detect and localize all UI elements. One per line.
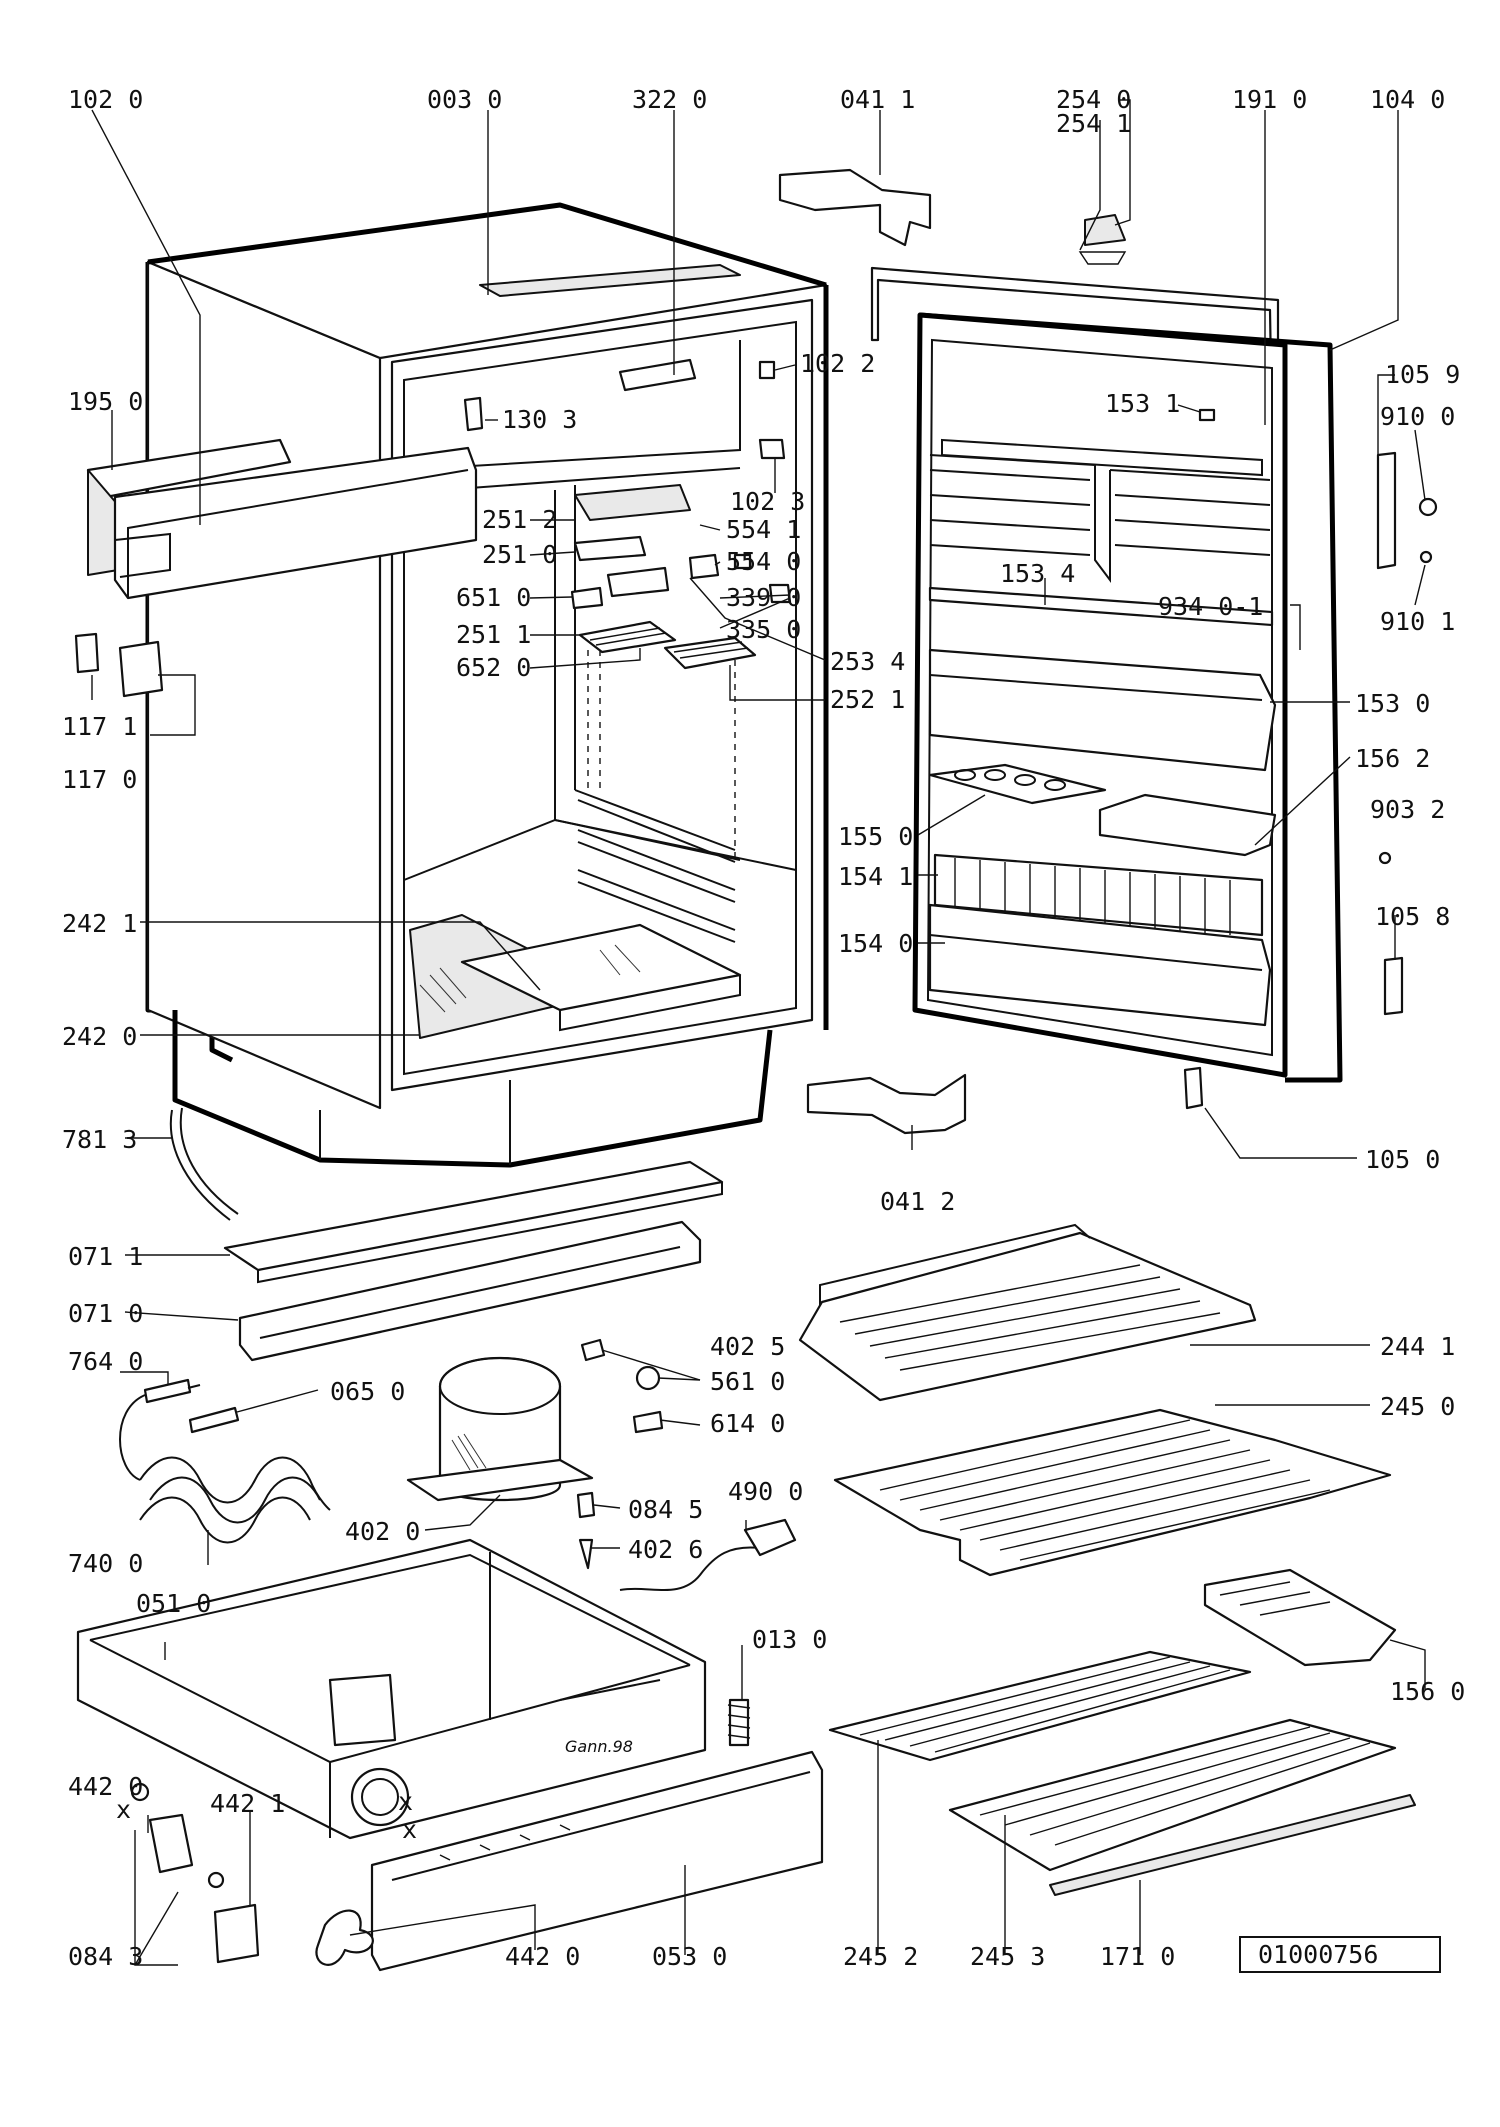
label-195-0: 195 0	[68, 387, 143, 416]
label-130-3: 130 3	[502, 405, 577, 434]
label-104-0: 104 0	[1370, 85, 1445, 114]
label-071-0: 071 0	[68, 1299, 143, 1328]
label-554-1: 554 1	[726, 515, 801, 544]
compressor-group	[119, 1338, 797, 1591]
label-154-1: 154 1	[838, 862, 913, 891]
x-mark: x	[402, 1815, 417, 1844]
label-084-5: 084 5	[628, 1495, 703, 1524]
label-254-1: 254 1	[1056, 109, 1131, 138]
label-084-3: 084 3	[68, 1942, 143, 1971]
x-mark: x	[398, 1787, 413, 1816]
label-252-1: 252 1	[830, 685, 905, 714]
label-102-3: 102 3	[730, 487, 805, 516]
label-251-0: 251 0	[482, 540, 557, 569]
label-614-0: 614 0	[710, 1409, 785, 1438]
label-117-0: 117 0	[62, 765, 137, 794]
label-105-9: 105 9	[1385, 360, 1460, 389]
label-339-0: 339 0	[726, 583, 801, 612]
label-910-1: 910 1	[1380, 607, 1455, 636]
label-402-0: 402 0	[345, 1517, 420, 1546]
label-041-2: 041 2	[880, 1187, 955, 1216]
label-065-0: 065 0	[330, 1377, 405, 1406]
label-156-2: 156 2	[1355, 744, 1430, 773]
base-tray	[76, 1538, 824, 1972]
label-003-0: 003 0	[427, 85, 502, 114]
label-153-4: 153 4	[1000, 559, 1075, 588]
drawing-number-box: 01000756	[1239, 1936, 1441, 1973]
label-402-6: 402 6	[628, 1535, 703, 1564]
label-102-2: 102 2	[800, 349, 875, 378]
label-041-1: 041 1	[840, 85, 915, 114]
label-105-8: 105 8	[1375, 902, 1450, 931]
label-171-0: 171 0	[1100, 1942, 1175, 1971]
label-191-0: 191 0	[1232, 85, 1307, 114]
label-071-1: 071 1	[68, 1242, 143, 1271]
label-245-2: 245 2	[843, 1942, 918, 1971]
label-251-2: 251 2	[482, 505, 557, 534]
label-781-3: 781 3	[62, 1125, 137, 1154]
label-153-1: 153 1	[1105, 389, 1180, 418]
stamp-text: Gann.98	[565, 1737, 633, 1756]
label-013-0: 013 0	[752, 1625, 827, 1654]
door	[870, 214, 1438, 1083]
label-740-0: 740 0	[68, 1549, 143, 1578]
hinges	[169, 168, 1204, 1221]
label-561-0: 561 0	[710, 1367, 785, 1396]
label-242-0: 242 0	[62, 1022, 137, 1051]
label-154-0: 154 0	[838, 929, 913, 958]
label-903-2: 903 2	[1370, 795, 1445, 824]
label-251-1: 251 1	[456, 620, 531, 649]
label-155-0: 155 0	[838, 822, 913, 851]
part-labels: 102 0 003 0 322 0 041 1 254 0 254 1 191 …	[62, 85, 1465, 1971]
label-102-0: 102 0	[68, 85, 143, 114]
x-mark: x	[116, 1795, 131, 1824]
label-652-0: 652 0	[456, 653, 531, 682]
label-105-0: 105 0	[1365, 1145, 1440, 1174]
label-335-0: 335 0	[726, 615, 801, 644]
label-651-0: 651 0	[456, 583, 531, 612]
label-245-3: 245 3	[970, 1942, 1045, 1971]
label-764-0: 764 0	[68, 1347, 143, 1376]
label-322-0: 322 0	[632, 85, 707, 114]
label-242-1: 242 1	[62, 909, 137, 938]
rails	[223, 1160, 724, 1362]
label-442-0-fan: 442 0	[505, 1942, 580, 1971]
label-442-1: 442 1	[210, 1789, 285, 1818]
label-442-0: 442 0	[68, 1772, 143, 1801]
shelves	[798, 1223, 1416, 1896]
label-117-1: 117 1	[62, 712, 137, 741]
label-253-4: 253 4	[830, 647, 905, 676]
leader-lines	[91, 99, 1426, 1966]
label-934-0-1: 934 0-1	[1158, 592, 1263, 621]
label-402-5: 402 5	[710, 1332, 785, 1361]
cabinet-body	[145, 202, 829, 1168]
label-244-1: 244 1	[1380, 1332, 1455, 1361]
drawing-number: 01000756	[1258, 1940, 1378, 1969]
label-910-0: 910 0	[1380, 402, 1455, 431]
label-490-0: 490 0	[728, 1477, 803, 1506]
label-053-0: 053 0	[652, 1942, 727, 1971]
label-254-0: 254 0	[1056, 85, 1131, 114]
label-153-0: 153 0	[1355, 689, 1430, 718]
label-156-0: 156 0	[1390, 1677, 1465, 1706]
front-panel	[74, 438, 478, 698]
label-051-0: 051 0	[136, 1589, 211, 1618]
label-245-0: 245 0	[1380, 1392, 1455, 1421]
label-554-0: 554 0	[726, 547, 801, 576]
